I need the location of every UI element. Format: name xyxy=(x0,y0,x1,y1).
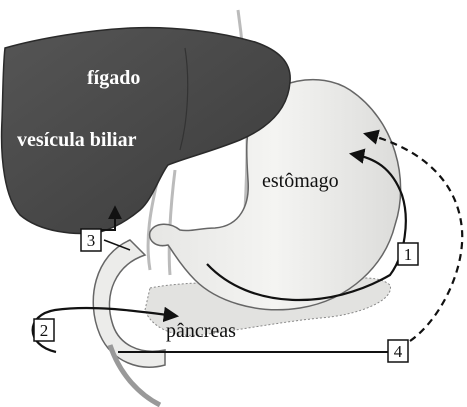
marker-4-label: 4 xyxy=(394,342,403,361)
marker-2-label: 2 xyxy=(40,321,49,340)
liver-label: fígado xyxy=(87,67,140,89)
marker-1: 1 xyxy=(398,243,418,265)
marker-3: 3 xyxy=(81,229,101,251)
marker-4: 4 xyxy=(388,340,408,362)
marker-2: 2 xyxy=(34,319,54,341)
pancreas-label: pâncreas xyxy=(166,320,236,342)
gallbladder-label: vesícula biliar xyxy=(17,129,137,151)
marker-1-label: 1 xyxy=(404,245,413,264)
stomach-label: estômago xyxy=(262,170,339,192)
marker-3-label: 3 xyxy=(87,231,96,250)
